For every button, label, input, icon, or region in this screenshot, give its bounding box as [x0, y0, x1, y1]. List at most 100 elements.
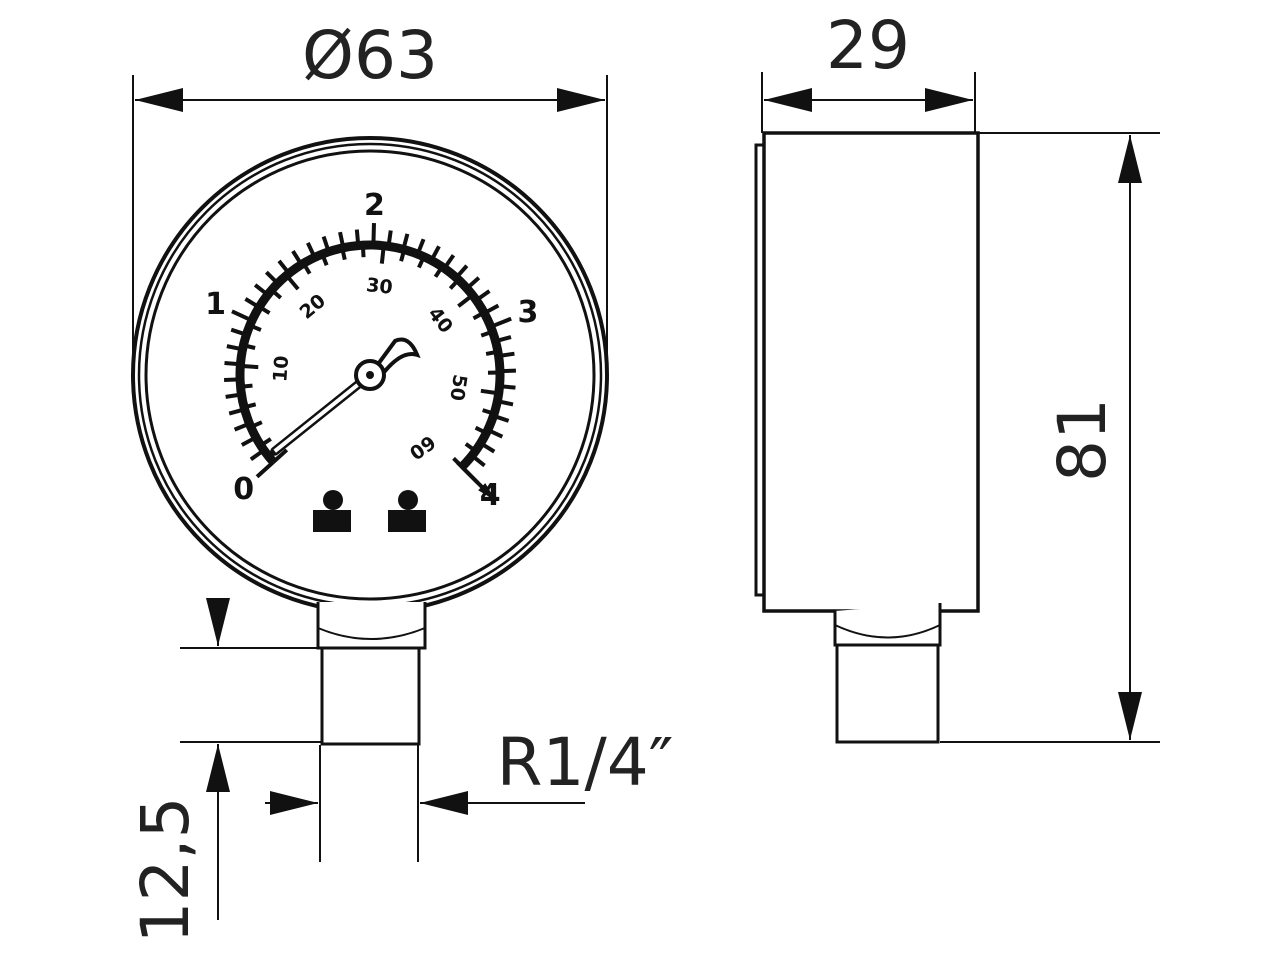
psi-tick — [464, 442, 477, 453]
psi-label: 30 — [365, 274, 394, 299]
bar-tick — [244, 297, 261, 309]
psi-tick — [448, 278, 460, 290]
bar-tick — [338, 231, 346, 249]
bar-unit-block — [313, 510, 351, 532]
psi-tick — [320, 253, 329, 266]
bar-tick — [486, 428, 504, 439]
bar-tick — [249, 448, 266, 462]
bar-tick — [490, 316, 512, 329]
psi-tick — [243, 402, 257, 410]
psi-tick — [270, 288, 283, 300]
psi-tick — [480, 329, 494, 338]
psi-tick — [399, 249, 407, 262]
dial-face — [144, 149, 596, 601]
psi-tick — [379, 245, 386, 264]
psi-tick — [240, 363, 259, 370]
bar-tick — [495, 335, 512, 344]
psi-label: 60 — [405, 430, 439, 463]
side-view — [754, 131, 980, 744]
height-label: 81 — [1044, 398, 1121, 482]
bar-tick — [225, 392, 242, 399]
bar-tick — [253, 283, 269, 297]
bar-label: 3 — [517, 295, 538, 330]
bar-tick — [498, 351, 515, 358]
psi-tick — [417, 255, 426, 269]
psi-tick — [272, 448, 289, 464]
bar-tick — [492, 413, 510, 423]
bar-tick — [228, 407, 246, 416]
pointer-inner — [273, 373, 372, 453]
scale-arc — [235, 240, 505, 471]
bar-tick — [429, 245, 441, 262]
pointer-pin — [366, 371, 374, 379]
bar-tick — [226, 344, 243, 352]
bar-tick — [240, 435, 257, 447]
psi-tick — [301, 262, 312, 275]
bar-tick — [233, 421, 251, 432]
bar-tick — [386, 230, 393, 247]
dimension-lines — [132, 72, 1160, 920]
psi-label: 10 — [269, 355, 293, 383]
psi-unit-block — [388, 510, 426, 532]
hex-chamfer — [317, 627, 426, 640]
depth-label: 29 — [826, 7, 910, 84]
bar-label: 2 — [364, 188, 385, 223]
bar-tick — [230, 327, 248, 337]
bar-tick — [291, 249, 304, 266]
bar-tick — [231, 309, 253, 323]
bar-label: 1 — [205, 287, 226, 322]
psi-unit-icon — [398, 490, 418, 510]
psi-tick — [250, 420, 263, 429]
psi-tick — [457, 293, 474, 308]
psi-tick — [242, 343, 256, 350]
psi-tick — [360, 245, 366, 258]
bar-tick — [454, 264, 469, 280]
bar-tick — [479, 441, 496, 454]
psi-tick — [259, 437, 272, 448]
bar-tick — [442, 254, 456, 270]
psi-tick — [433, 265, 444, 278]
psi-label: 20 — [296, 290, 330, 324]
bar-label: 0 — [233, 472, 254, 507]
thread-length-label: 12,5 — [127, 797, 204, 944]
psi-tick — [472, 310, 485, 321]
bar-tick — [499, 384, 516, 390]
psi-tick — [480, 388, 499, 396]
bar-tick — [371, 222, 376, 246]
bar-tick — [277, 259, 291, 275]
scale-end-arrow — [456, 461, 498, 503]
bar-tick — [306, 242, 317, 259]
side-case — [762, 131, 980, 613]
bar-tick — [224, 360, 241, 367]
bar-unit-icon — [323, 490, 343, 510]
psi-tick — [482, 408, 495, 416]
bar-tick — [224, 377, 241, 382]
bar-tick — [255, 460, 275, 479]
psi-tick — [240, 383, 253, 389]
front-hex — [316, 602, 427, 650]
bar-tick — [496, 399, 514, 407]
psi-tick — [284, 274, 300, 291]
psi-tick — [474, 425, 488, 435]
bar-tick — [465, 276, 481, 290]
psi-tick — [485, 349, 499, 356]
psi-tick — [340, 247, 347, 261]
bar-tick — [415, 238, 426, 255]
bar-tick — [354, 229, 361, 246]
bar-tick — [401, 233, 410, 250]
psi-tick — [249, 323, 262, 332]
bar-tick — [483, 303, 500, 315]
bar-tick — [321, 235, 331, 253]
side-thread — [835, 643, 940, 744]
psi-label: 40 — [423, 303, 457, 337]
diameter-label: Ø63 — [302, 17, 438, 94]
bar-tick — [475, 289, 491, 302]
bar-tick — [264, 270, 280, 285]
side-hex-chamfer — [834, 624, 941, 639]
thread-label: R1/4″ — [497, 724, 674, 801]
psi-label: 50 — [445, 373, 471, 402]
front-thread — [320, 646, 421, 746]
